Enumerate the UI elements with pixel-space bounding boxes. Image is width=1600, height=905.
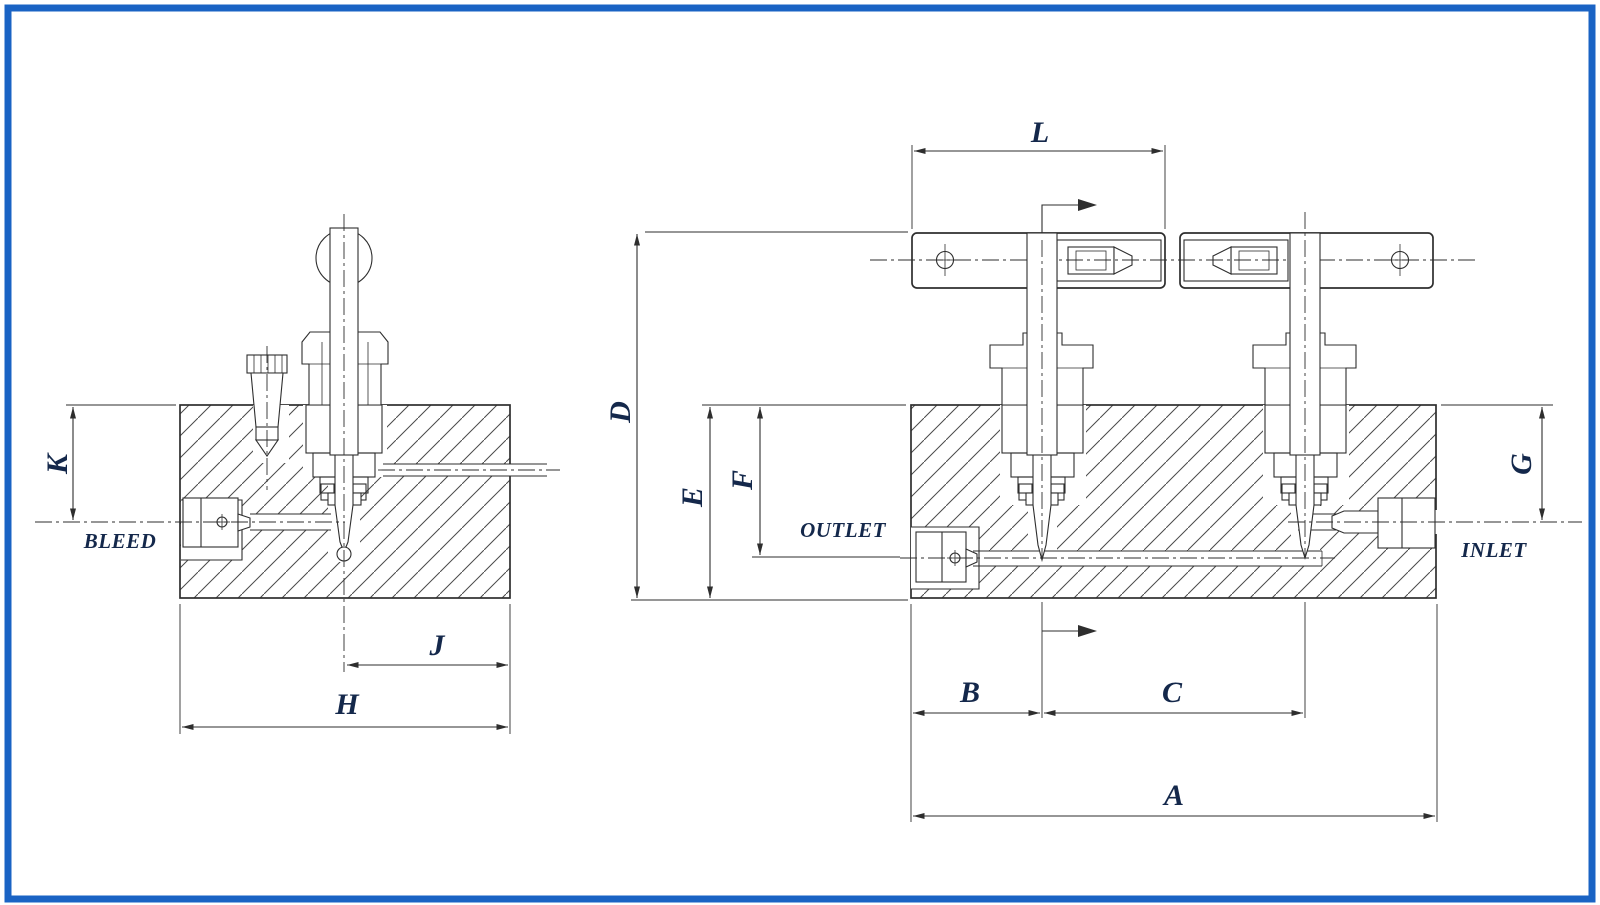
dim-L: L [911,116,1166,229]
dim-label-c: C [1162,676,1183,709]
dim-label-h: H [334,688,360,721]
section-cut-arrow-top [1041,199,1097,233]
left-view: K BLEED J H [35,214,560,734]
dim-label-f: F [726,470,759,491]
fitting-nose [237,513,251,532]
dim-label-b: B [959,676,980,709]
section-cut-arrow-bottom [1042,625,1097,637]
outlet-gallery-passage [973,550,1323,567]
gallery-bore [973,551,1322,566]
port-label-inlet: INLET [1460,538,1527,562]
dim-D: D [604,231,908,601]
dim-label-a: A [1162,779,1184,812]
bleed-passage [250,513,331,531]
dim-J: J [347,604,511,672]
dim-label-e: E [676,487,709,508]
port-label-outlet: OUTLET [800,518,886,542]
dim-G: G [1441,404,1553,520]
dim-label-l: L [1030,116,1049,149]
manifold-block-front [910,404,1437,599]
outlet-passage-side [378,463,560,477]
dim-H: H [179,604,511,734]
dim-A: A [913,779,1435,819]
dim-E: E [676,404,906,598]
handle-bar-right [1179,232,1434,289]
right-view: L D E F G [604,116,1582,822]
bleed-port-fitting [182,497,251,548]
page-border [4,4,1596,903]
dim-label-g: G [1505,453,1538,475]
dim-label-j: J [429,629,446,662]
dim-label-d: D [604,401,637,424]
dim-F: F [726,407,900,558]
block-hatch [911,405,1436,598]
dim-B: B [913,676,1040,716]
dim-K: K [41,404,176,520]
dim-C: C [1044,676,1303,716]
bleed-screw [246,346,288,490]
dim-label-k: K [41,452,74,475]
port-label-bleed: BLEED [83,529,157,553]
outlet-port-fitting [915,531,978,583]
